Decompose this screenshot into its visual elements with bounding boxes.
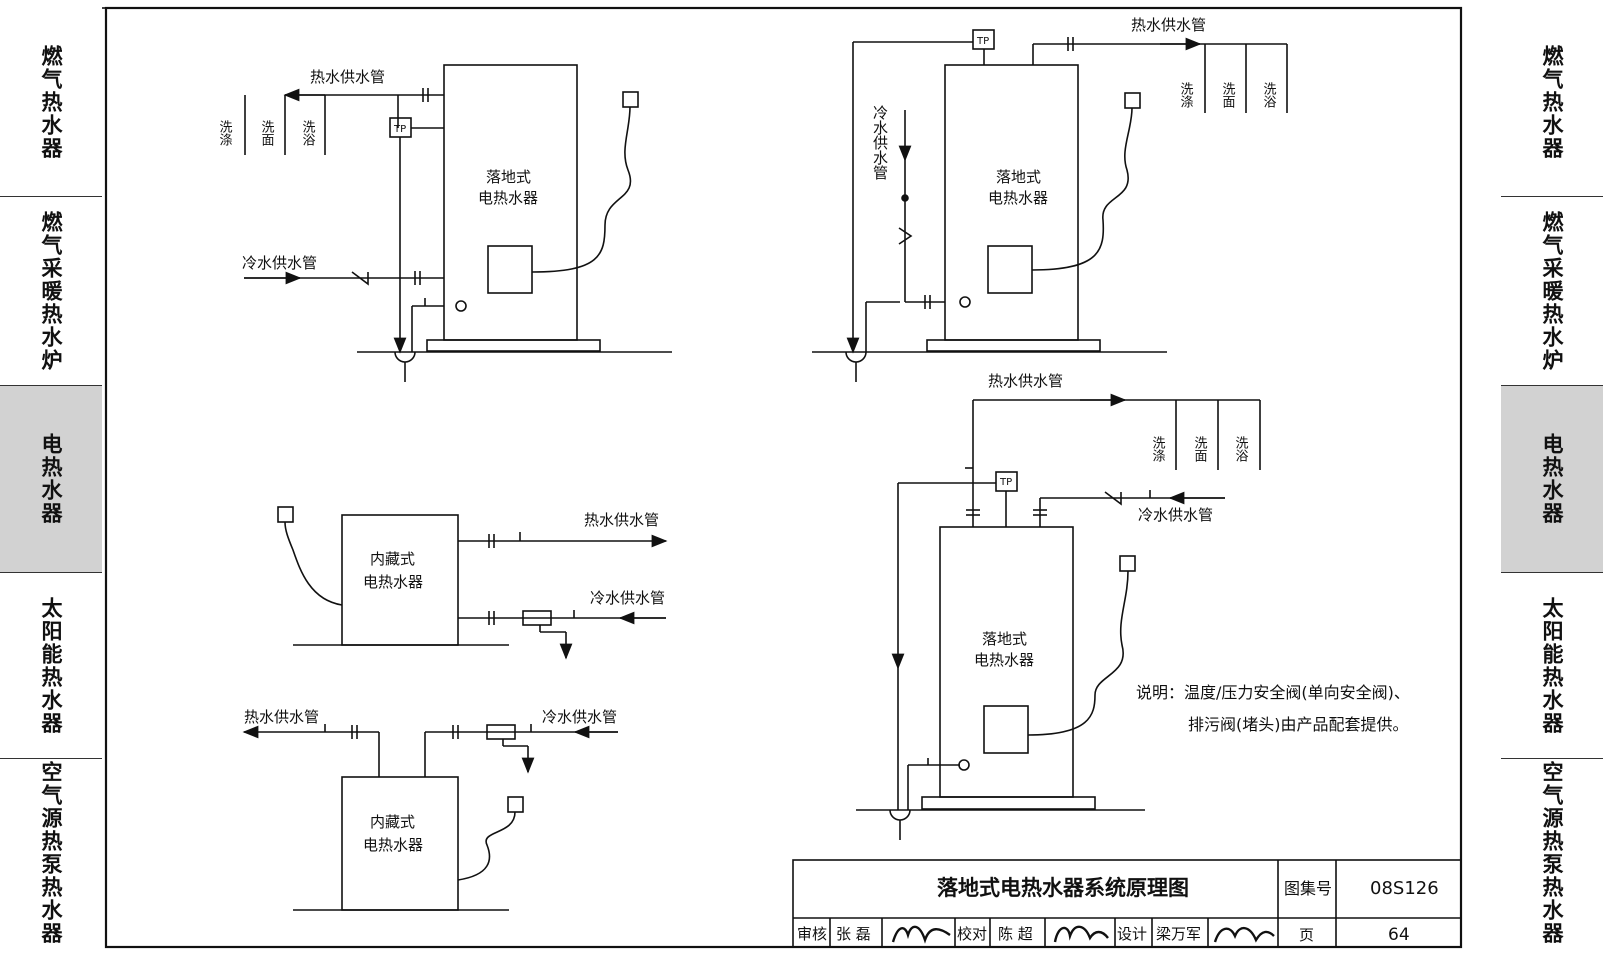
tp-label: TP	[393, 124, 406, 135]
drawing-title: 落地式电热水器系统原理图	[937, 876, 1189, 900]
design-name: 梁万军	[1156, 925, 1201, 943]
heater-label-line1: 落地式	[486, 168, 531, 186]
sheet-border	[104, 6, 1463, 949]
tp-label: TP	[999, 477, 1012, 488]
heater-label-line2: 电热水器	[974, 651, 1034, 669]
tab-gas-heating-boiler[interactable]: 燃气采暖热水炉	[0, 197, 102, 386]
diagram-floor-heater-3	[856, 393, 1261, 840]
heater-label-line2: 电热水器	[478, 189, 538, 207]
tab-label: 燃气热水器	[39, 44, 63, 160]
tab-solar-water-heater[interactable]: 太阳能热水器	[0, 573, 102, 759]
note-line-1: 说明：温度/压力安全阀(单向安全阀)、	[1136, 683, 1410, 702]
signature-check	[1053, 925, 1109, 943]
tp-label: TP	[976, 36, 989, 47]
heater-label-line1: 落地式	[996, 168, 1041, 186]
page-number: 64	[1388, 925, 1410, 945]
check-label: 校对	[957, 925, 987, 943]
hot-pipe-label: 热水供水管	[244, 708, 319, 726]
signature-review	[891, 925, 951, 944]
tab-electric-water-heater-right[interactable]: 电热水器	[1501, 386, 1603, 573]
heater-label-line1: 落地式	[982, 630, 1027, 648]
tab-air-source-heat-pump[interactable]: 空气源热泵热水器	[0, 759, 102, 947]
diagram-floor-heater-2	[812, 29, 1288, 382]
fixture-label-face: 洗面	[1192, 436, 1208, 462]
fixture-label-bath: 洗浴	[1261, 82, 1277, 108]
tab-air-source-heat-pump-right[interactable]: 空气源热泵热水器	[1501, 759, 1603, 947]
tab-label: 太阳能热水器	[39, 596, 63, 735]
hot-pipe-label: 热水供水管	[584, 511, 659, 529]
fixture-label-wash: 洗涤	[1150, 436, 1166, 462]
review-name: 张 磊	[836, 925, 871, 943]
cold-pipe-label: 冷水供水管	[590, 589, 665, 607]
fixture-label-face: 洗面	[1220, 82, 1236, 108]
tab-electric-water-heater[interactable]: 电热水器	[0, 386, 102, 573]
diagram-built-in-heater-1	[277, 506, 668, 660]
cold-pipe-label: 冷水供水管	[1138, 506, 1213, 524]
check-name: 陈 超	[998, 925, 1033, 943]
atlas-label: 图集号	[1284, 879, 1332, 898]
fixture-label-wash: 洗涤	[1178, 82, 1194, 108]
design-label: 设计	[1117, 925, 1147, 943]
page-label: 页	[1299, 926, 1314, 944]
hot-pipe-label: 热水供水管	[310, 68, 385, 86]
heater-label-line2: 电热水器	[988, 189, 1048, 207]
review-label: 审核	[797, 925, 827, 943]
built-in-label-line1: 内藏式	[370, 550, 415, 568]
title-block	[792, 859, 1462, 948]
tab-label: 燃气采暖热水炉	[1540, 210, 1564, 372]
tab-label: 空气源热泵热水器	[39, 761, 63, 945]
fixture-label-wash: 洗涤	[217, 120, 233, 146]
fixture-label-bath: 洗浴	[1233, 436, 1249, 462]
fixture-label-face: 洗面	[259, 120, 275, 146]
signature-design	[1213, 927, 1275, 943]
fixture-label-bath: 洗浴	[300, 120, 316, 146]
tab-label: 燃气热水器	[1540, 44, 1564, 160]
diagram-built-in-heater-2	[242, 724, 618, 911]
built-in-label-line2: 电热水器	[363, 573, 423, 591]
cold-pipe-label: 冷水供水管	[542, 708, 617, 726]
tab-gas-heating-boiler-right[interactable]: 燃气采暖热水炉	[1501, 197, 1603, 386]
hot-pipe-label: 热水供水管	[988, 372, 1063, 390]
tab-label: 空气源热泵热水器	[1540, 761, 1564, 945]
cold-pipe-label-vertical: 冷水供水管	[871, 105, 889, 180]
built-in-label-line1: 内藏式	[370, 813, 415, 831]
tab-solar-water-heater-right[interactable]: 太阳能热水器	[1501, 573, 1603, 759]
diagram-floor-heater-1	[244, 64, 672, 382]
note-line-2: 排污阀(堵头)由产品配套提供。	[1188, 715, 1409, 734]
built-in-label-line2: 电热水器	[363, 836, 423, 854]
tab-gas-water-heater-right[interactable]: 燃气热水器	[1501, 8, 1603, 197]
tab-label: 电热水器	[1540, 433, 1564, 525]
tab-gas-water-heater[interactable]: 燃气热水器	[0, 8, 102, 197]
atlas-number: 08S126	[1370, 878, 1439, 899]
tab-label: 燃气采暖热水炉	[39, 210, 63, 372]
tab-label: 电热水器	[39, 433, 63, 525]
tab-label: 太阳能热水器	[1540, 596, 1564, 735]
cold-pipe-label: 冷水供水管	[242, 254, 317, 272]
hot-pipe-label: 热水供水管	[1131, 16, 1206, 34]
